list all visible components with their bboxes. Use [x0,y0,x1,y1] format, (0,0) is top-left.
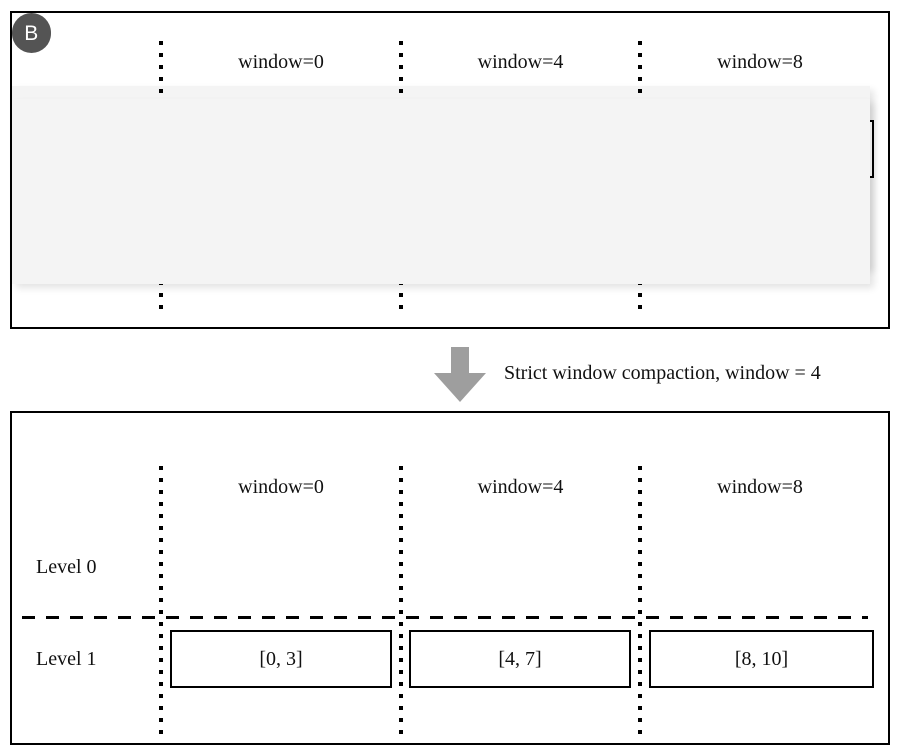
panel-b-window-header-0: window=0 [238,476,324,498]
panel-b-level-band [12,99,870,284]
panel-a-window-header-1: window=4 [477,51,564,73]
panel-b-badge: B [12,14,51,53]
panel-b-window-header-1: window=4 [477,476,564,498]
panel-b-window-separator-0 [159,466,163,742]
arrow-down-icon [434,347,486,402]
panel-b-level-divider [22,616,868,619]
panel-a-window-header-0: window=0 [238,51,324,73]
panel-b-level-label-1: Level 1 [36,648,97,670]
panel-b-level1-interval-0: [0, 3] [170,630,392,688]
panel-b-level1-interval-1: [4, 7] [409,630,631,688]
panel-b-window-header-2: window=8 [717,476,803,498]
panel-b-window-separator-2 [638,466,642,742]
panel-b-window-separator-1 [399,466,403,742]
panel-b-level-label-0: Level 0 [36,556,97,578]
panel-a-window-header-2: window=8 [717,51,803,73]
transition-caption: Strict window compaction, window = 4 [504,362,821,384]
panel-b [10,411,890,745]
panel-b-level1-interval-2: [8, 10] [649,630,874,688]
